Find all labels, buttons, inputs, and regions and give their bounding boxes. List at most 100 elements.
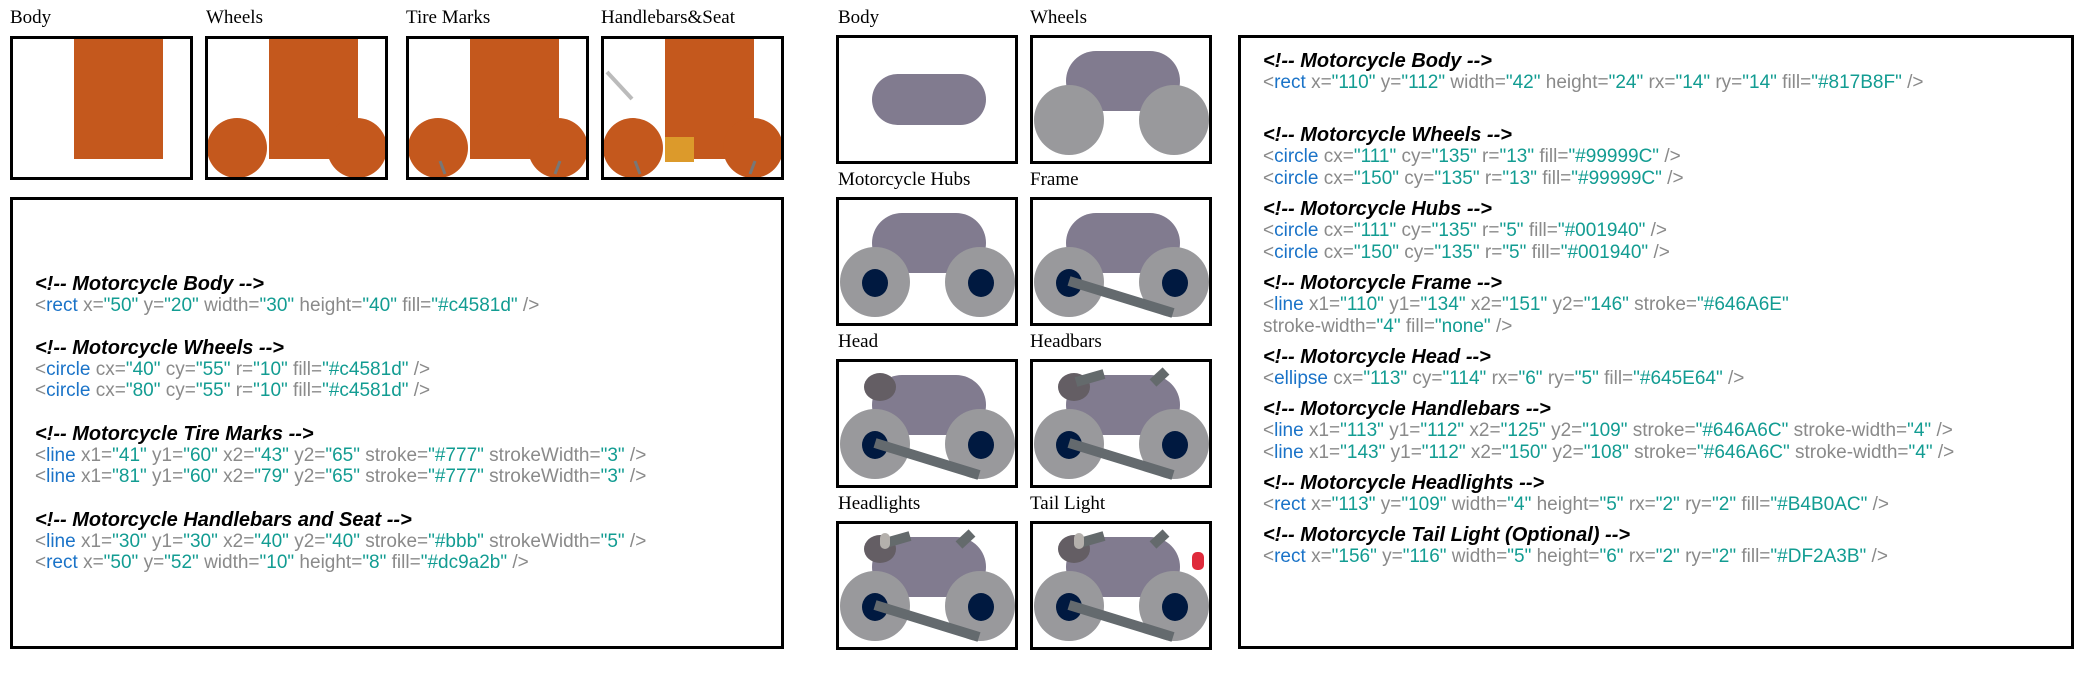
code-token: "5" — [1574, 368, 1599, 389]
code-token: width= — [198, 295, 260, 316]
code-token: x1= — [1303, 294, 1341, 315]
code-token: y= — [1376, 546, 1403, 567]
code-token: fill= — [1526, 242, 1561, 263]
code-token: "5" — [1599, 494, 1624, 515]
code-token: /> — [1490, 316, 1513, 337]
motorcycle-drawing — [1034, 213, 1209, 318]
code-token: cx= — [1318, 242, 1354, 263]
code-token: "#c4581d" — [322, 380, 409, 401]
motorcycle-drawing — [840, 529, 1015, 642]
code-token: < — [35, 445, 47, 466]
code-line: <circle cx="80" cy="55" r="10" fill="#c4… — [13, 380, 781, 401]
code-token: "111" — [1353, 220, 1397, 241]
code-token: "#001940" — [1557, 220, 1646, 241]
code-token: r= — [1479, 168, 1503, 189]
code-comment: <!-- Motorcycle Wheels --> — [1263, 124, 1512, 146]
code-token: stroke= — [360, 531, 429, 552]
code-token: x1= — [1303, 420, 1341, 441]
code-comment: <!-- Motorcycle Tire Marks --> — [35, 423, 314, 445]
code-token: "2" — [1655, 494, 1680, 515]
rear-wheel — [528, 118, 586, 177]
code-token: r= — [1479, 242, 1503, 263]
code-token: y1= — [1385, 442, 1422, 463]
tire-mark-rear — [553, 160, 562, 175]
code-token: circle — [1274, 146, 1319, 167]
code-block: <!-- Motorcycle Tire Marks --><line x1="… — [13, 423, 781, 488]
code-token: cx= — [1318, 146, 1354, 167]
code-token: < — [1263, 294, 1275, 315]
panel-label-frame: Frame — [1030, 169, 1079, 190]
panel-label-body: Body — [838, 7, 880, 28]
code-token: "30" — [259, 295, 295, 316]
front-wheel — [409, 118, 468, 177]
code-token: line — [1274, 294, 1304, 315]
code-token: y= — [1375, 494, 1402, 515]
code-line: <circle cx="40" cy="55" r="10" fill="#c4… — [13, 359, 781, 380]
code-token: /> — [1932, 442, 1955, 463]
code-token: < — [35, 531, 47, 552]
code-token: stroke= — [360, 466, 429, 487]
code-token: r= — [230, 359, 254, 380]
rear-hub — [968, 431, 994, 459]
code-token: < — [1263, 494, 1275, 515]
code-token: "143" — [1340, 442, 1386, 463]
code-token: "6" — [1599, 546, 1624, 567]
code-token: stroke-width= — [1788, 420, 1908, 441]
code-token: < — [1263, 72, 1275, 93]
code-block: <!-- Motorcycle Wheels --><circle cx="11… — [1241, 124, 2071, 190]
code-line: <line x1="81" y1="60" x2="79" y2="65" st… — [13, 466, 781, 487]
code-token: width= — [198, 552, 260, 573]
code-token: r= — [230, 380, 254, 401]
code-token: "6" — [1518, 368, 1543, 389]
code-token: "10" — [253, 359, 288, 380]
panel-body-stage — [10, 36, 193, 180]
code-token: fill= — [1776, 72, 1812, 93]
panel-label-handlebars-seat: Handlebars&Seat — [601, 7, 736, 28]
code-token: cy= — [1396, 146, 1432, 167]
code-token: "135" — [1434, 242, 1480, 263]
code-token: "112" — [1420, 420, 1465, 441]
code-token: "#c4581d" — [322, 359, 409, 380]
code-token: rect — [46, 295, 78, 316]
code-token: "30" — [183, 531, 218, 552]
body-rect — [872, 74, 986, 125]
code-token: circle — [46, 380, 91, 401]
panel-label-tail-light: Tail Light — [1030, 493, 1106, 514]
code-line: <line x1="41" y1="60" x2="43" y2="65" st… — [13, 445, 781, 466]
code-token: cx= — [90, 380, 126, 401]
code-token: "5" — [1502, 242, 1527, 263]
code-panel-left: <!-- Motorcycle Body --><rect x="50" y="… — [10, 197, 784, 649]
code-token: cy= — [1399, 242, 1435, 263]
code-token: "50" — [103, 295, 139, 316]
code-token: /> — [1659, 146, 1681, 167]
code-block: <!-- Motorcycle Body --><rect x="50" y="… — [13, 274, 781, 317]
code-token: fill= — [287, 380, 323, 401]
code-block: <!-- Motorcycle Head --><ellipse cx="113… — [1241, 346, 2071, 390]
code-token: y1= — [146, 466, 184, 487]
code-token: r= — [1476, 146, 1500, 167]
motorcycle-drawing — [872, 74, 986, 125]
code-token: /> — [1931, 420, 1953, 441]
handlebar-rear — [955, 529, 976, 549]
rear-wheel — [327, 118, 385, 177]
code-token: x2= — [1465, 294, 1503, 315]
code-token: "113" — [1363, 368, 1408, 389]
code-token: "114" — [1442, 368, 1487, 389]
code-block: <!-- Motorcycle Frame --><line x1="110" … — [1241, 272, 2071, 338]
tire-mark-front — [438, 160, 447, 175]
code-token: "3" — [600, 466, 625, 487]
tail-light-rect — [1192, 552, 1204, 570]
code-token: y2= — [1547, 442, 1584, 463]
code-token: "111" — [1353, 146, 1397, 167]
code-token: rx= — [1643, 72, 1676, 93]
code-token: rx= — [1623, 494, 1656, 515]
rear-hub — [1162, 593, 1188, 621]
code-token: "4" — [1507, 494, 1532, 515]
head-ellipse — [864, 373, 896, 401]
code-token: "65" — [325, 445, 360, 466]
frame-line — [873, 600, 981, 642]
code-token: /> — [624, 445, 647, 466]
code-token: x2= — [217, 445, 255, 466]
code-token: height= — [1531, 494, 1600, 515]
code-token: /> — [1867, 494, 1889, 515]
